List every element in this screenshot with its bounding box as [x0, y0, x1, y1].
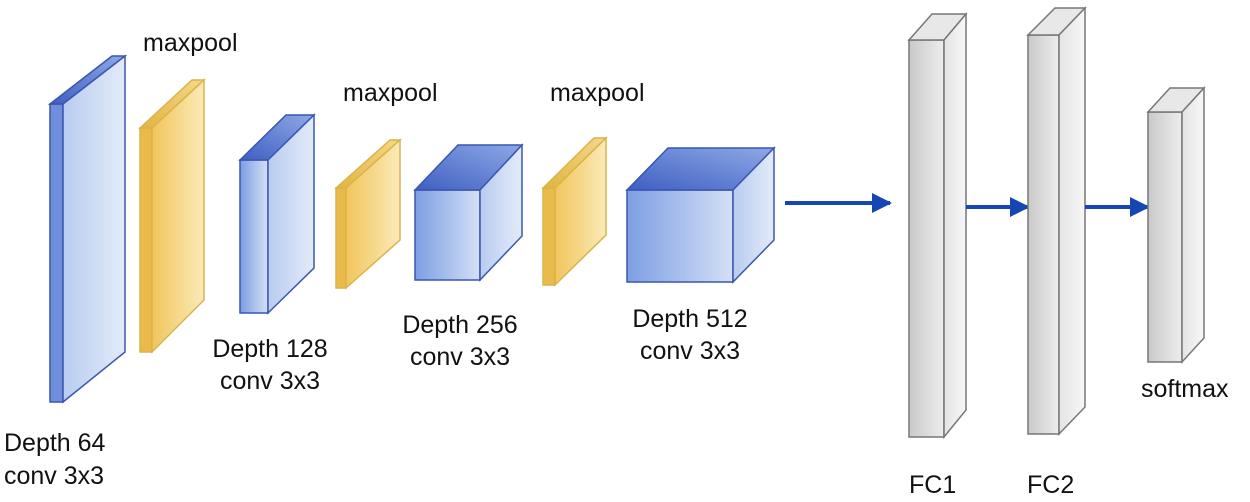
- conv128-label-depth: Depth 128: [212, 335, 328, 363]
- conv512-label-depth: Depth 512: [632, 305, 748, 333]
- conv-block-depth-512: [625, 146, 776, 284]
- conv512-label-kernel: conv 3x3: [639, 337, 741, 365]
- fc1-block: [907, 11, 968, 440]
- conv256-label-kernel: conv 3x3: [409, 343, 511, 371]
- conv64-label-depth: Depth 64: [4, 429, 106, 457]
- maxpool-block-3: [541, 136, 608, 287]
- softmax-label: softmax: [1141, 375, 1229, 403]
- maxpool-block-2: [334, 138, 402, 290]
- conv-block-depth-64: [47, 54, 128, 404]
- fc2-block: [1026, 6, 1087, 436]
- conv64-label-kernel: conv 3x3: [4, 462, 105, 490]
- maxpool-label-3: maxpool: [550, 79, 645, 107]
- conv128-label-kernel: conv 3x3: [219, 367, 321, 395]
- maxpool-label-1: maxpool: [143, 29, 238, 57]
- conv-block-depth-128: [238, 113, 316, 315]
- conv-block-depth-256: [413, 143, 524, 282]
- softmax-block: [1146, 86, 1206, 364]
- maxpool-label-2: maxpool: [343, 79, 438, 107]
- fc1-label: FC1: [909, 471, 957, 499]
- conv256-label-depth: Depth 256: [402, 311, 518, 339]
- maxpool-block-1: [138, 78, 206, 354]
- fc2-label: FC2: [1027, 471, 1075, 499]
